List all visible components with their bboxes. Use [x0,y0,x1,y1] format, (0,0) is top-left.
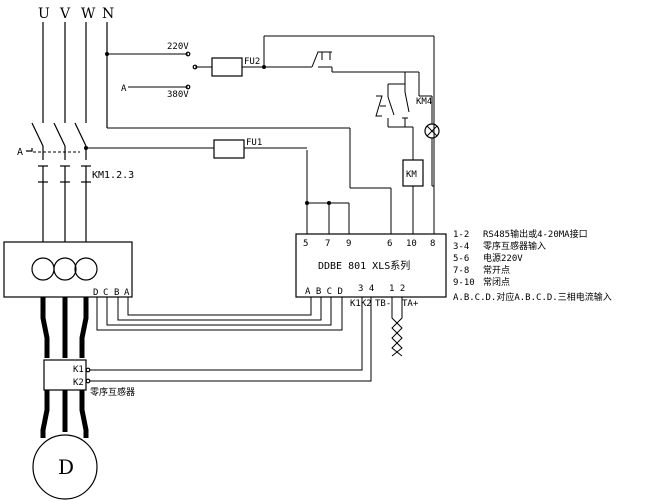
stop-button [311,51,405,73]
phase-label-n: N [102,6,114,22]
indicator-lamp [424,123,440,139]
relay-34: 3 4 [358,284,374,294]
fu2-fuse [211,57,243,77]
relay-t5: 5 [303,239,308,249]
breaker-label: A [17,147,23,158]
relay-box [295,233,447,298]
km4-label: KM4 [416,97,432,107]
junction-dot [305,201,309,205]
phase-label-u: U [38,6,50,22]
fu1-fuse [213,139,245,159]
fu2-label: FU2 [244,57,260,67]
junction-dot [262,65,266,69]
v220-label: 220V [167,42,189,52]
phase-label-v: V [59,6,71,22]
relay-abcd: A B C D [305,287,343,297]
v380-a-label: A [121,84,127,94]
legend-key: 9-10 [453,278,475,288]
fu2-input-terminal [192,64,198,70]
relay-t9: 9 [346,239,351,249]
ct-signal-wires [96,297,343,331]
zero-seq-wires [90,297,372,382]
relay-t7: 7 [325,239,330,249]
legend-desc: 电源220V [483,252,523,264]
relay-12: 1 2 [389,284,405,294]
km-label: KM [406,170,417,180]
legend-key: 5-6 [453,254,469,264]
phase-label-w: W [81,6,96,22]
ct-label-d: D [93,288,98,298]
relay-k1k2: K1K2 [350,299,372,309]
k2-terminal [85,378,91,384]
zero-seq-k2: K2 [73,378,84,388]
km123-label: KM1.2.3 [92,170,134,181]
legend-desc: RS485输出或4-20MA接口 [483,228,588,240]
legend-desc: 零序互感器输入 [483,240,546,252]
zero-seq-k1: K1 [73,365,84,375]
junction-dot [105,52,109,56]
ct-label-a: A [124,288,130,298]
motor-cables [40,297,89,438]
ct-label-b: B [114,288,119,298]
km4-start-assembly [375,71,433,128]
v380-label: 380V [167,90,189,100]
zero-seq-label: 零序互感器 [90,386,135,398]
ct-box [3,241,133,298]
ct-coils [31,257,98,281]
relay-title: DDBE 801 XLS系列 [318,259,410,272]
legend: 1-2 RS485输出或4-20MA接口 3-4 零序互感器输入 5-6 电源2… [453,228,612,303]
zero-seq-ct-box [43,359,87,391]
relay-t6: 6 [387,239,392,249]
legend-key: 3-4 [453,242,469,252]
legend-key: 7-8 [453,266,469,276]
motor-label: D [58,455,74,479]
relay-t8: 8 [430,239,435,249]
rs485-twisted-pair [391,297,403,357]
legend-desc: A.B.C.D.对应A.B.C.D.三相电流输入 [453,291,612,303]
legend-desc: 常闭点 [483,276,510,288]
motor-symbol [32,434,98,500]
legend-key: 1-2 [453,230,469,240]
v220-terminal [185,51,191,57]
legend-desc: 常开点 [483,264,510,276]
ct-label-c: C [103,288,108,298]
relay-tb: TB- [375,299,391,309]
k1-terminal [85,367,91,373]
v380-terminal [185,84,191,90]
contactor-km123 [38,165,91,242]
relay-t10: 10 [406,239,417,249]
phase-lines-top [42,22,108,128]
junction-dot [327,201,331,205]
junction-dot [84,146,88,150]
breaker-switch [31,122,87,160]
relay-top-wiring [306,36,435,234]
relay-ta: TA+ [402,299,419,309]
fu1-label: FU1 [246,138,262,148]
breaker-arrow [26,148,33,152]
